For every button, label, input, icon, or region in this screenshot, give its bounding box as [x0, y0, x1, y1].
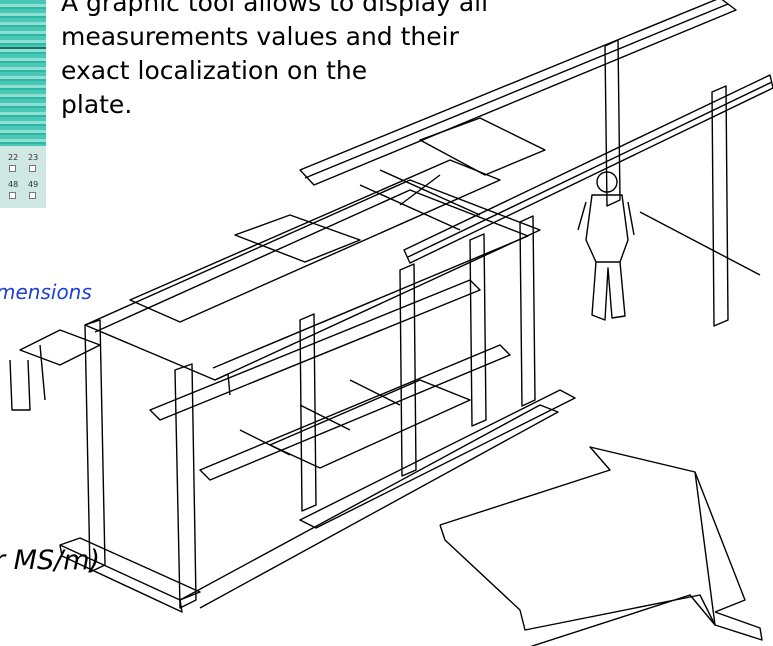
- dimensions-link[interactable]: mensions: [0, 280, 92, 304]
- unit-label: r MS/m): [0, 545, 101, 576]
- thumb-label: 23: [28, 153, 39, 162]
- caption-line: plate.: [61, 90, 133, 119]
- caption-line: measurements values and their: [61, 22, 459, 51]
- tool-thumbnail: 22 23 48 49: [0, 0, 46, 208]
- thumb-checkbox[interactable]: [29, 192, 36, 199]
- thumb-checkbox[interactable]: [9, 192, 16, 199]
- caption-line: A graphic tool allows to display all: [61, 0, 489, 17]
- thumb-checkbox[interactable]: [9, 165, 16, 172]
- thumbnail-divider: [0, 47, 46, 49]
- thumb-label: 22: [8, 153, 19, 162]
- thumb-label: 49: [28, 180, 39, 189]
- thumb-label: 48: [8, 180, 19, 189]
- color-scale-strip: [0, 0, 46, 146]
- description-text: A graphic tool allows to display all mea…: [61, 0, 489, 122]
- caption-line: exact localization on the: [61, 56, 368, 85]
- thumb-checkbox[interactable]: [29, 165, 36, 172]
